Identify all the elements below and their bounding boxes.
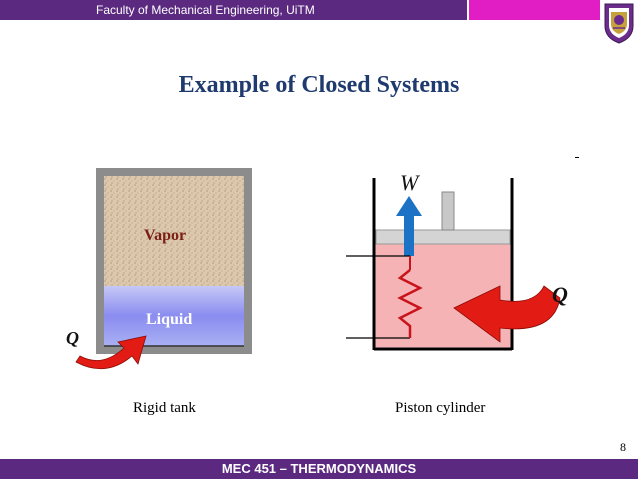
course-title: MEC 451 – THERMODYNAMICS [221, 461, 417, 476]
header-bar [0, 0, 600, 20]
work-arrow-head [396, 196, 422, 216]
piston-head [375, 229, 511, 245]
rigid-tank-caption: Rigid tank [133, 400, 196, 416]
faculty-title: Faculty of Mechanical Engineering, UiTM [96, 3, 315, 17]
resistor-coil [397, 269, 423, 338]
piston-heat-label: Q [552, 282, 568, 307]
tank-heat-arrow [75, 335, 147, 370]
slide-title: Example of Closed Systems [178, 72, 460, 98]
liquid-label: Liquid [146, 311, 192, 328]
piston-cylinder-diagram: W Q [346, 170, 568, 351]
uitm-crest-icon [604, 3, 634, 44]
tank-liquid [104, 286, 244, 346]
header-bar-magenta [469, 0, 600, 20]
piston-cylinder-caption: Piston cylinder [395, 400, 486, 416]
tank-vapor [104, 176, 244, 286]
piston-rod [441, 191, 455, 231]
rigid-tank-diagram: Vapor Liquid Q [62, 160, 276, 374]
header-bar-purple [0, 0, 467, 20]
page-number: 8 [620, 440, 626, 454]
work-arrow-shaft [404, 214, 414, 256]
header-bar-divider [467, 0, 469, 20]
tank-heat-label: Q [66, 328, 79, 348]
footer-bar: MEC 451 – THERMODYNAMICS [0, 459, 638, 479]
piston-heat-arrow [453, 285, 561, 343]
stray-mark [575, 157, 579, 158]
vapor-label: Vapor [144, 227, 186, 244]
work-label: W [400, 170, 420, 195]
